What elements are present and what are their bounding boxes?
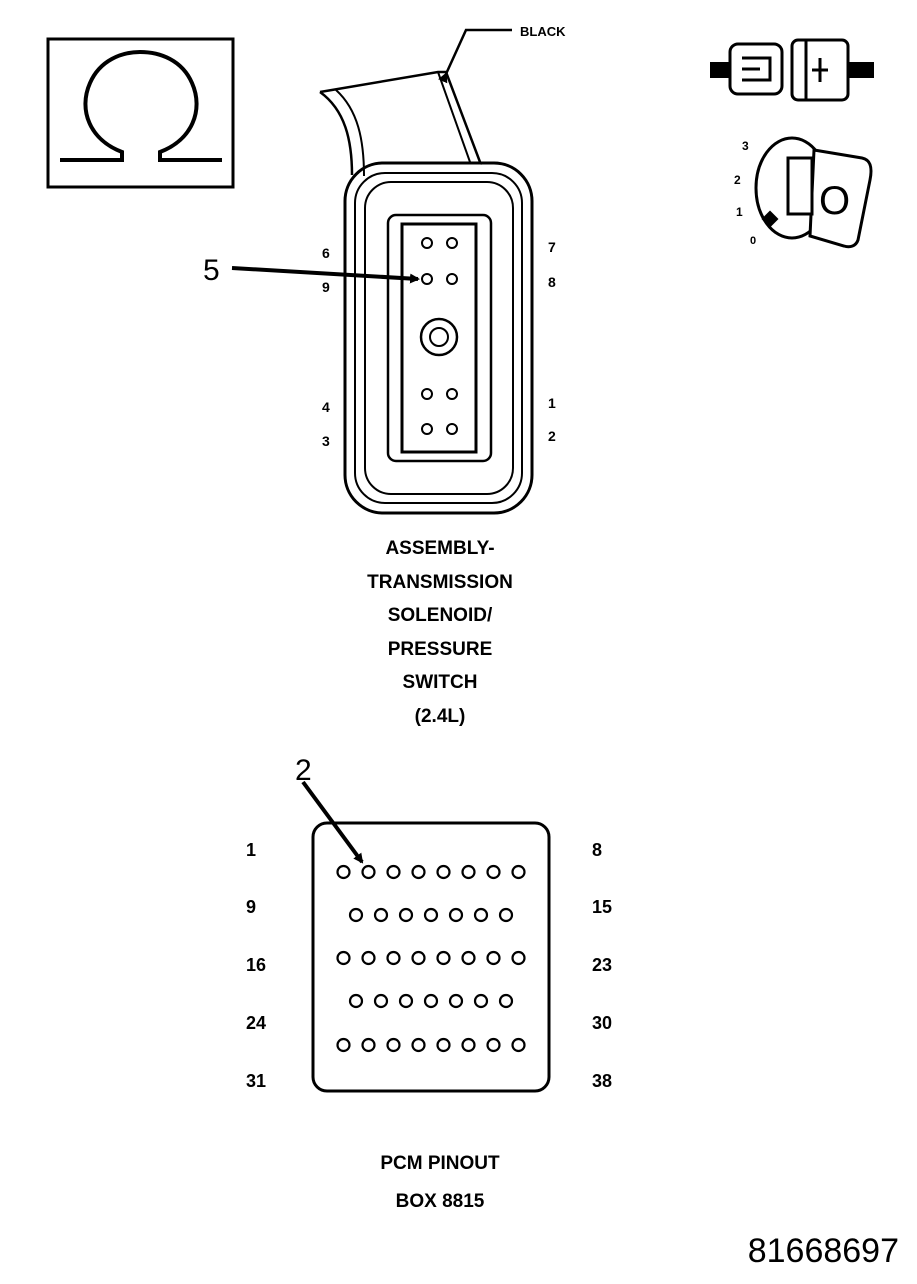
pcm-pin-hole [423, 993, 439, 1009]
pcm-caption-line: PCM PINOUT [380, 1153, 500, 1174]
pcm-pin-hole [473, 993, 489, 1009]
pcm-pin-hole [361, 950, 376, 966]
solenoid-pin-label-6: 6 [322, 245, 330, 261]
pcm-pin-hole [436, 950, 451, 966]
pcm-pin-hole [348, 907, 364, 923]
pcm-pin-holes [336, 864, 526, 1053]
solenoid-pin-holes [419, 237, 459, 435]
connector-pair-icon [710, 38, 874, 102]
ignition-position-2: 2 [734, 173, 741, 187]
pcm-pin-hole [386, 1037, 401, 1053]
solenoid-pin-label-1: 1 [548, 395, 556, 411]
pcm-pin-hole [336, 864, 351, 880]
solenoid-caption-line: PRESSURE [387, 638, 493, 660]
pcm-pin-label-9: 9 [246, 897, 256, 917]
ohmmeter-icon [46, 37, 235, 189]
pcm-pin-hole [398, 993, 414, 1009]
pcm-pin-label-1: 1 [246, 840, 256, 860]
pcm-pin-hole [373, 907, 389, 923]
pcm-pin-label-30: 30 [592, 1013, 612, 1033]
solenoid-pin-label-3: 3 [322, 433, 330, 449]
pcm-pin-hole [386, 864, 401, 880]
pcm-pin-hole [411, 864, 426, 880]
solenoid-pin-label-7: 7 [548, 239, 556, 255]
callout-2: 2 [295, 754, 312, 787]
pcm-pin-hole [361, 1037, 376, 1053]
pcm-pin-hole [511, 864, 526, 880]
ignition-key-text: O [819, 179, 850, 223]
solenoid-pin-label-4: 4 [322, 399, 330, 415]
solenoid-caption-line: TRANSMISSION [367, 571, 513, 593]
pcm-pin-label-23: 23 [592, 955, 612, 975]
solenoid-pin-label-9: 9 [322, 279, 330, 295]
solenoid-caption-line: SWITCH [402, 672, 478, 694]
pcm-pin-hole [461, 864, 476, 880]
figure-number: 81668697 [747, 1232, 899, 1270]
pcm-pin-hole [461, 1037, 476, 1053]
pcm-pin-hole [423, 907, 439, 923]
pcm-pin-hole [473, 907, 489, 923]
pcm-pin-hole [361, 864, 376, 880]
pcm-pin-label-16: 16 [246, 955, 266, 975]
pcm-pin-hole [448, 993, 464, 1009]
wire-color-label: BLACK [520, 24, 566, 39]
solenoid-caption-line: SOLENOID/ [387, 605, 493, 627]
pcm-pin-hole [511, 950, 526, 966]
pcm-pin-hole [448, 907, 464, 923]
pcm-pin-hole [373, 993, 389, 1009]
ignition-key-icon: 3 2 1 0 O [734, 136, 873, 249]
pcm-pin-hole [436, 1037, 451, 1053]
pcm-pin-hole [511, 1037, 526, 1053]
pcm-pin-hole [336, 1037, 351, 1053]
pcm-pin-hole [336, 950, 351, 966]
pcm-pin-label-31: 31 [246, 1071, 266, 1091]
pcm-pin-label-38: 38 [592, 1071, 612, 1091]
pcm-pin-label-24: 24 [246, 1013, 266, 1033]
solenoid-connector [231, 28, 534, 515]
pcm-pin-hole [411, 1037, 426, 1053]
ignition-position-0: 0 [750, 235, 756, 247]
pcm-pin-hole [436, 864, 451, 880]
solenoid-caption-line: (2.4L) [414, 705, 466, 727]
pcm-caption: PCM PINOUT BOX 8815 [0, 1145, 880, 1221]
pcm-pin-label-15: 15 [592, 897, 612, 917]
pcm-caption-line: BOX 8815 [395, 1191, 485, 1212]
solenoid-pin-label-8: 8 [548, 274, 556, 290]
ignition-position-3: 3 [742, 139, 749, 153]
ignition-position-1: 1 [736, 205, 743, 219]
pcm-pin-label-8: 8 [592, 840, 602, 860]
pcm-pin-hole [348, 993, 364, 1009]
pcm-pin-hole [498, 993, 514, 1009]
callout-5: 5 [203, 254, 220, 287]
pcm-pin-hole [398, 907, 414, 923]
pcm-pin-hole [461, 950, 476, 966]
pcm-pin-hole [411, 950, 426, 966]
pcm-pin-hole [386, 950, 401, 966]
pcm-connector [301, 780, 551, 1093]
pcm-pin-hole [486, 1037, 501, 1053]
solenoid-caption-line: ASSEMBLY- [385, 538, 495, 559]
solenoid-caption: ASSEMBLY- TRANSMISSION SOLENOID/ PRESSUR… [0, 532, 880, 734]
pcm-pin-hole [486, 950, 501, 966]
pcm-pin-hole [498, 907, 514, 923]
pcm-pin-hole [486, 864, 501, 880]
solenoid-pin-label-2: 2 [548, 428, 556, 444]
